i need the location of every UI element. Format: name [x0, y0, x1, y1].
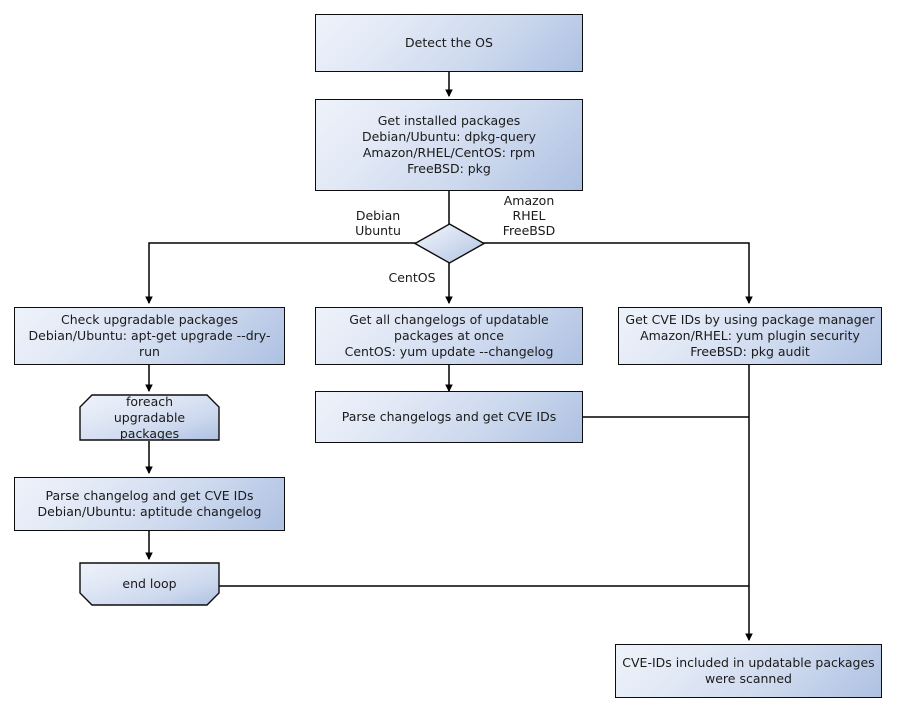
- node-foreach-upgradable-packages[interactable]: foreach upgradable packages: [79, 394, 220, 441]
- node-check-upgradable-packages[interactable]: Check upgradable packages Debian/Ubuntu:…: [14, 307, 285, 365]
- node-detect-os[interactable]: Detect the OS: [315, 14, 583, 72]
- node-get-all-changelogs[interactable]: Get all changelogs of updatable packages…: [315, 307, 583, 365]
- node-os-decision[interactable]: [414, 223, 485, 264]
- edge-decision-right: [479, 242, 753, 305]
- node-foreach-upgradable-packages-label: foreach upgradable packages: [113, 393, 186, 441]
- edge-label-amazon-rhel-freebsd: Amazon RHEL FreeBSD: [502, 193, 556, 238]
- loop-start-shape: [79, 394, 220, 441]
- node-get-all-changelogs-label: Get all changelogs of updatable packages…: [344, 312, 554, 359]
- node-cve-ids-scanned[interactable]: CVE-IDs included in updatable packages w…: [615, 644, 882, 698]
- node-cve-ids-scanned-label: CVE-IDs included in updatable packages w…: [622, 655, 875, 686]
- node-end-loop[interactable]: end loop: [79, 562, 220, 606]
- edge-decision-left: [145, 242, 419, 305]
- node-parse-changelogs-centos-label: Parse changelogs and get CVE IDs: [341, 409, 557, 424]
- node-parse-changelog-debian[interactable]: Parse changelog and get CVE IDs Debian/U…: [14, 477, 285, 531]
- node-get-cve-ids-package-manager[interactable]: Get CVE IDs by using package manager Ama…: [618, 307, 882, 365]
- edge-label-debian-ubuntu: Debian Ubuntu: [355, 208, 401, 238]
- node-get-installed-packages[interactable]: Get installed packages Debian/Ubuntu: dp…: [315, 99, 583, 191]
- node-get-installed-packages-label: Get installed packages Debian/Ubuntu: dp…: [361, 113, 537, 176]
- node-parse-changelogs-centos[interactable]: Parse changelogs and get CVE IDs: [315, 391, 583, 443]
- loop-end-shape: [79, 562, 220, 606]
- node-detect-os-label: Detect the OS: [405, 35, 493, 50]
- node-check-upgradable-packages-label: Check upgradable packages Debian/Ubuntu:…: [28, 312, 271, 359]
- node-parse-changelog-debian-label: Parse changelog and get CVE IDs Debian/U…: [37, 488, 262, 519]
- node-end-loop-label: end loop: [122, 576, 177, 591]
- node-get-cve-ids-package-manager-label: Get CVE IDs by using package manager Ama…: [625, 312, 875, 359]
- edge-label-centos: CentOS: [388, 270, 436, 285]
